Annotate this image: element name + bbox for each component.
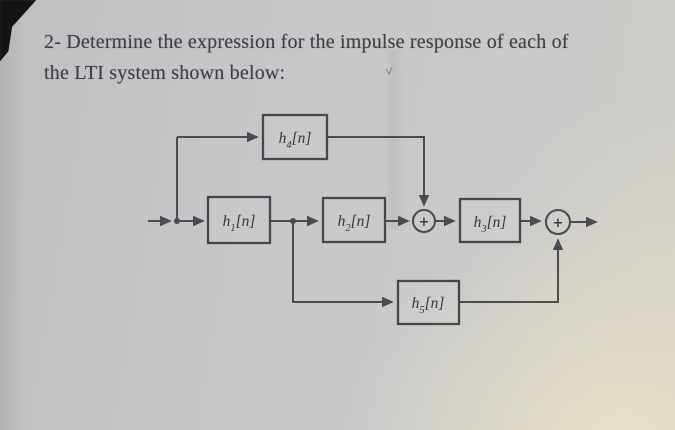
block-h3-box [458,197,522,244]
wire-h4-out-to-sum1 [327,136,430,207]
block-h2-box [321,196,387,244]
problem-statement: 2- Determine the expression for the impu… [44,27,664,88]
problem-statement-line1: 2- Determine the expression for the impu… [44,31,569,53]
plus-icon: + [553,216,564,231]
wire-h5-out-to-sum2 [458,238,564,303]
block-h2-label: h2[n] [338,213,371,234]
branch-node-after-h1 [290,218,296,224]
sum-junction-2 [544,208,572,236]
wire-branch-down-to-h5 [292,221,394,308]
block-h4: h4[n] [261,113,329,161]
sum-junction-1 [411,208,437,234]
block-h4-label: h4[n] [279,130,312,151]
block-h2: h2[n] [321,196,387,244]
block-h5: h5[n] [396,279,461,326]
block-h4-box [261,113,329,161]
block-h1-box [206,195,272,245]
block-h5-label: h5[n] [412,295,445,316]
plus-icon: + [419,215,430,230]
block-h1-label: h1[n] [223,213,256,234]
stray-pen-mark [385,66,393,76]
block-h1: h1[n] [206,195,272,245]
block-h3: h3[n] [458,197,522,244]
block-h3-label: h3[n] [474,214,507,235]
problem-statement-line2: the LTI system shown below: [44,61,286,84]
block-h5-box [396,279,461,326]
branch-node-input [174,218,180,224]
